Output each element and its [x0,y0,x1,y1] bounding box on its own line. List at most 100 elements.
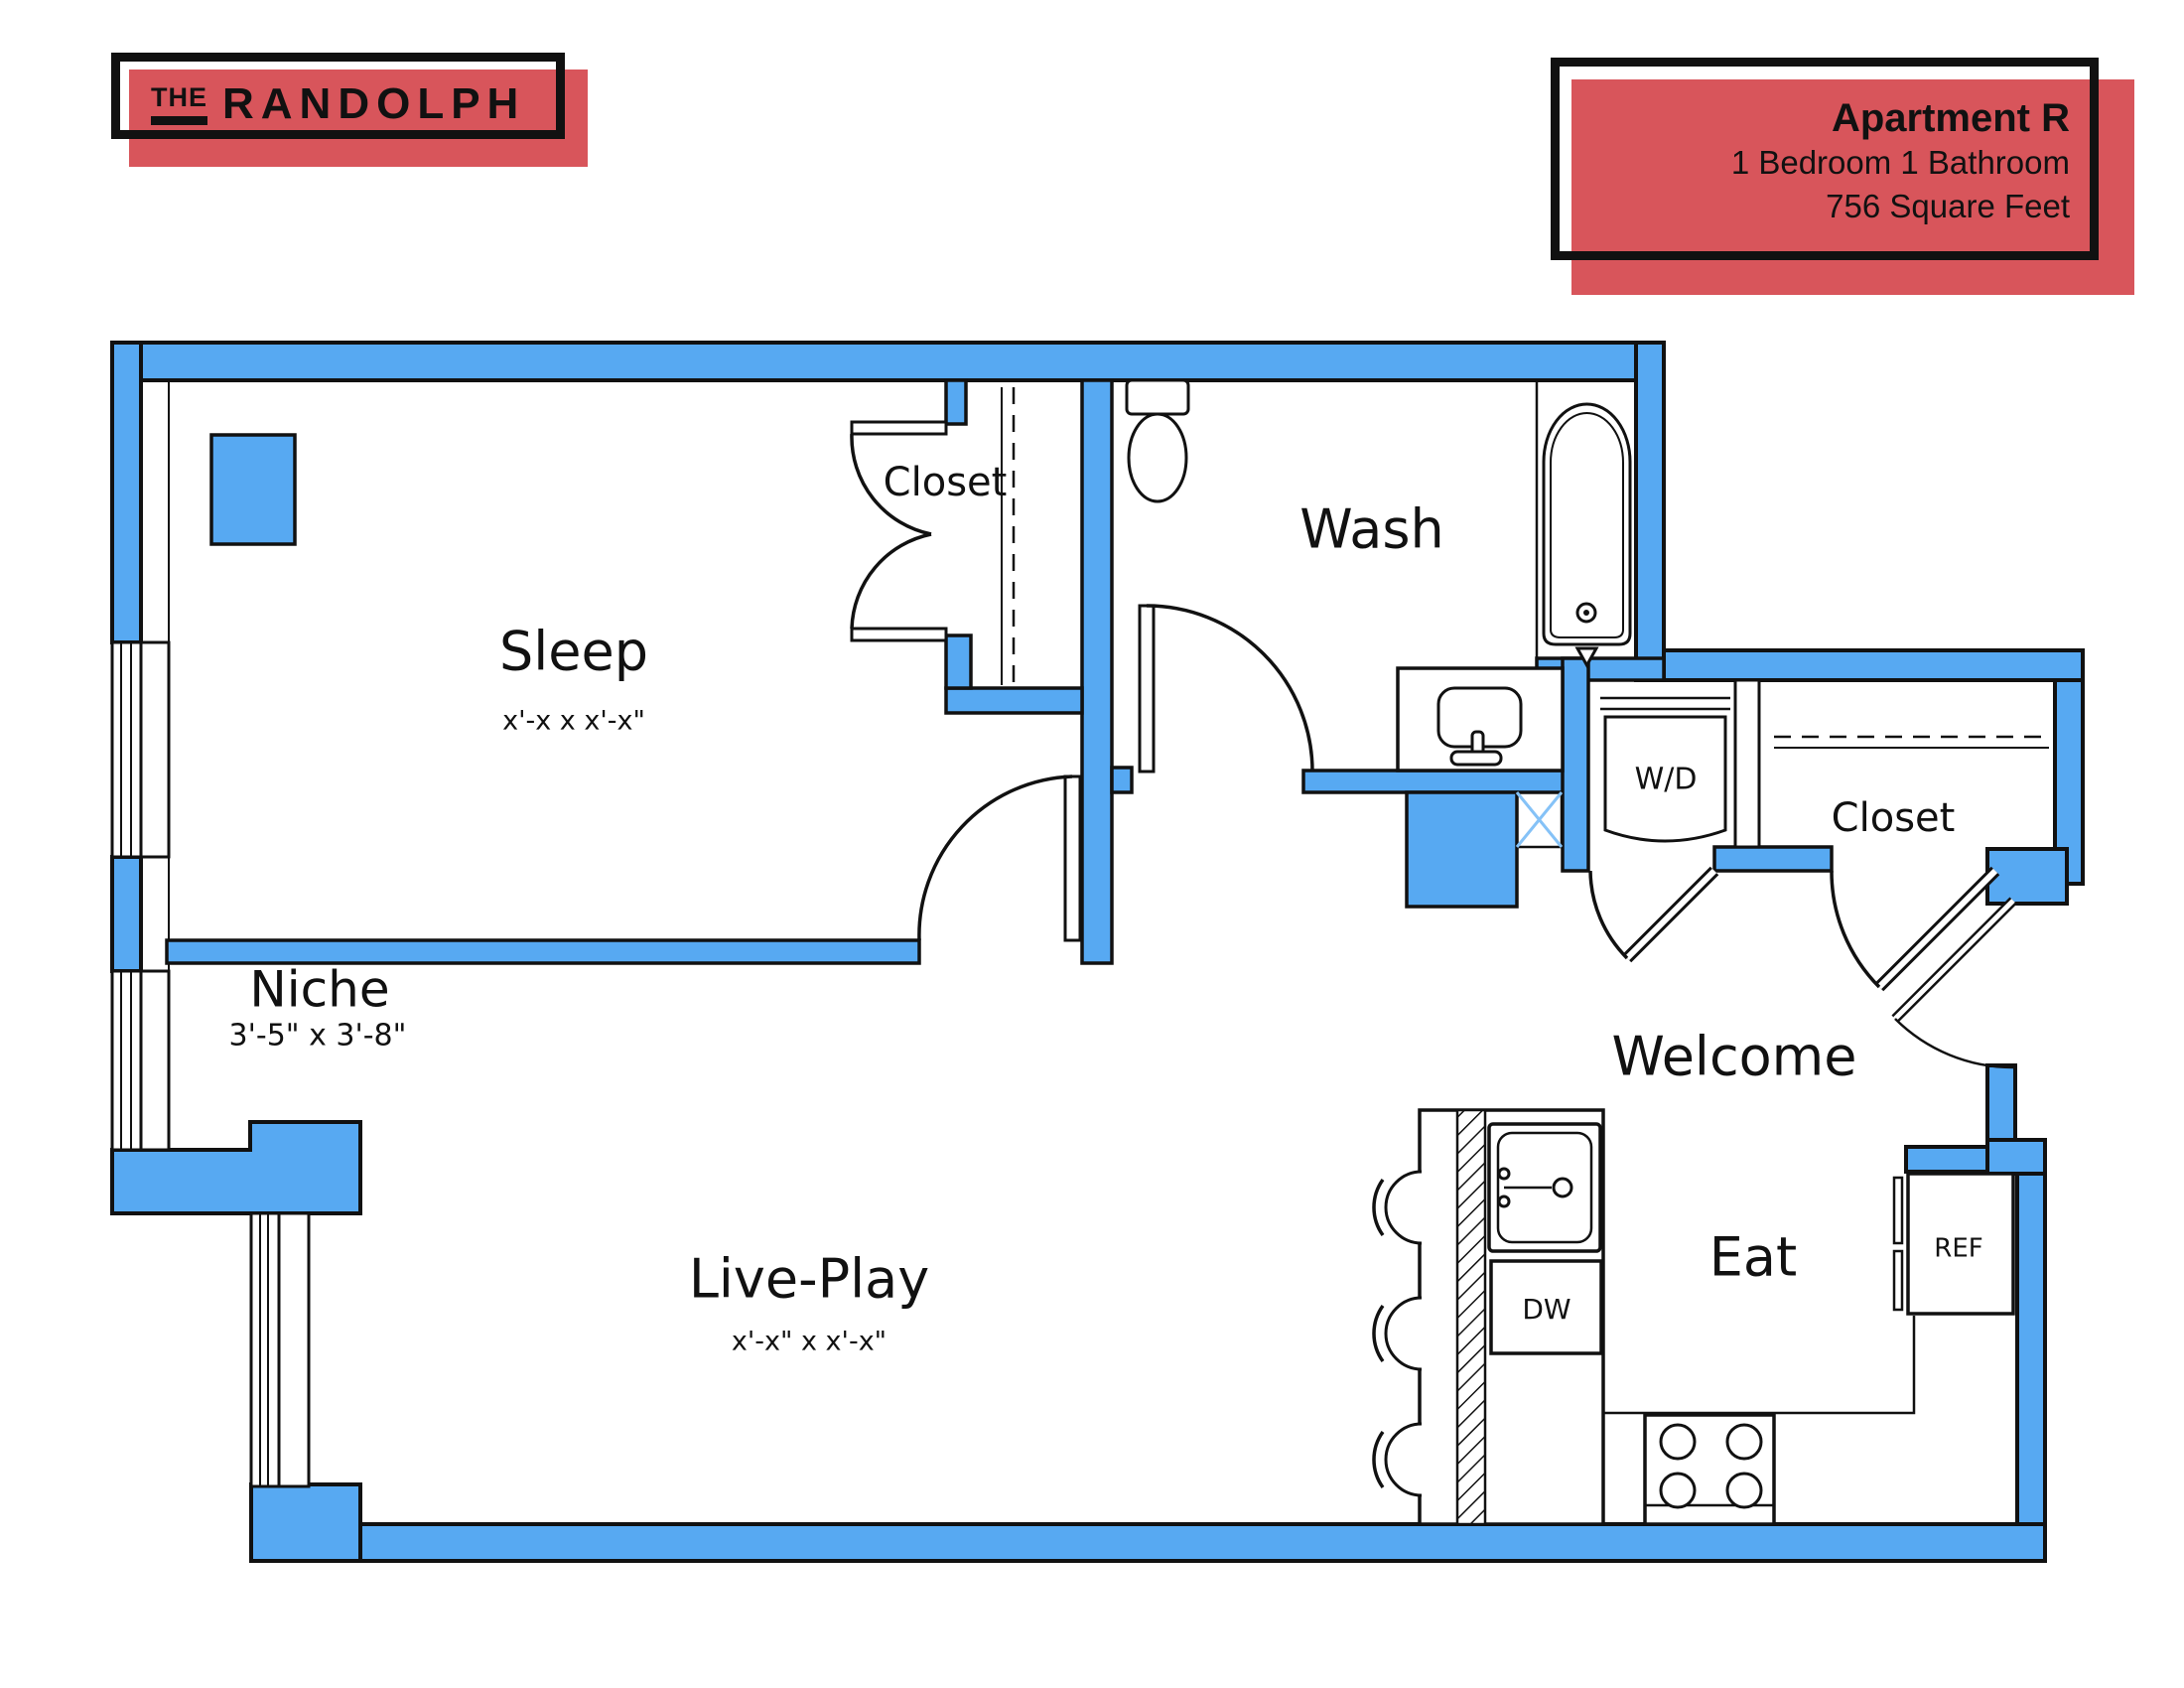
burner [1725,1423,1763,1461]
apartment-title: Apartment R [1831,96,2070,140]
burner [1659,1423,1697,1461]
faucet-handle [1497,1167,1511,1181]
faucet-head [1552,1177,1573,1198]
kitchen: DW REF [1372,1108,2015,1526]
door-swing-arc [850,433,932,536]
window-sill [139,969,171,1152]
faucet-handle [1497,1195,1511,1208]
island-hatch-divider [1455,1108,1487,1526]
entry-closet-door-leaf [1876,868,1998,990]
toilet-icon [1125,378,1190,503]
closet-interiors [1001,387,2049,749]
tub-drain-dot [1583,610,1589,616]
entry-door-leaf [1893,899,2015,1021]
closet-step-stub [944,633,973,690]
top-right-wall [1662,648,2085,682]
bar-stool-icon [1384,1422,1423,1497]
window-icon [110,969,143,1152]
vanity-sink-icon [1396,666,1565,773]
left-wall-middle [110,855,143,973]
door-swing-arc [1894,1018,2014,1069]
live-play-dims: x'-x" x x'-x" [732,1327,887,1357]
exterior-walls [110,341,2085,1563]
bay-window-sill [277,1211,311,1488]
niche-dims: 3'-5" x 3'-8" [229,1019,407,1054]
bathroom-door-leaf [1138,604,1156,774]
door-swing-arc [1146,604,1314,773]
room-labels: Sleep x'-x x x'-x" Closet Wash Niche 3'-… [229,460,1956,1357]
apartment-area: 756 Square Feet [1826,187,2070,224]
bedroom-door-leaf [1063,774,1082,942]
window-sill [139,640,171,859]
wash-door-jamb [1110,766,1134,794]
bathtub-icon [1542,402,1632,669]
windows [110,380,311,1488]
wash-label: Wash [1299,498,1443,561]
sink-inner [1496,1131,1593,1244]
niche-label: Niche [249,961,389,1019]
window-icon [110,640,143,859]
logo-the: THE [151,84,207,125]
shaft-column [1405,790,1519,909]
dishwasher-box [1489,1259,1603,1355]
ref-nook-wall [1904,1145,1989,1174]
closet-top-stub [944,378,968,426]
wd-left-wall [1561,656,1590,873]
burner [1659,1472,1697,1509]
right-wall-lower [2015,1172,2047,1563]
closet-bottom-wall [944,686,1084,715]
logo-frame [111,53,565,139]
door-swing-arc [1588,870,1629,960]
closet-door-leaf [850,627,948,642]
bar-stool-icon [1384,1170,1423,1245]
dw-label: DW [1522,1293,1570,1326]
bar-stools [1372,1170,1423,1497]
info-frame [1551,58,2099,260]
refrigerator-icon: REF [1892,1172,2015,1316]
wd-closet-divider [1733,678,1761,849]
ref-box [1906,1172,2015,1316]
wd-closet-jamb-wall [1712,845,1834,873]
niche-bay-wall [110,1120,362,1215]
blue-square-symbol [209,433,297,546]
burner [1725,1472,1763,1509]
sink-faucet-base [1449,750,1503,767]
sleep-liveplay-wall [165,938,921,965]
entry-closet-label: Closet [1832,795,1956,841]
tub-spout [1574,646,1599,669]
kitchen-sink-icon [1487,1122,1602,1253]
logo: THE RANDOLPH [151,81,525,126]
toilet-tank [1125,378,1190,416]
tub-inner [1550,412,1624,638]
counter-edge [1603,1316,1916,1415]
bar-stool-back [1372,1304,1385,1363]
entry-top-jamb [1985,847,2069,906]
hall-wall [1080,378,1114,965]
wd-door-leaf [1624,868,1717,961]
logo-name: RANDOLPH [222,79,526,128]
tub-outer [1542,402,1632,646]
top-wall [110,341,1638,382]
entry-bottom-jamb [1985,1063,2017,1142]
eat-label: Eat [1709,1226,1797,1289]
bedroom-closet-label: Closet [884,460,1008,505]
door-swing-arc [917,774,1073,941]
door-swing-arc [1830,870,1881,989]
bath-wing-right-wall [1634,341,1666,682]
left-wall-upper [110,341,143,644]
sleep-label: Sleep [499,621,648,683]
welcome-label: Welcome [1611,1026,1856,1088]
wd-unit [1603,715,1727,843]
utility-chase-x-box [1515,790,1564,849]
ref-handle [1892,1249,1904,1312]
wd-label: W/D [1635,763,1698,797]
toilet-bowl [1127,412,1188,503]
stove-icon [1643,1413,1776,1526]
ref-label: REF [1934,1234,1982,1264]
live-play-label: Live-Play [689,1248,929,1311]
doors [850,420,2017,1069]
chase-x-line [1515,791,1564,848]
right-wall-step [1985,1138,2047,1176]
bar-stool-back [1372,1178,1385,1237]
bottom-wall [358,1522,2047,1563]
